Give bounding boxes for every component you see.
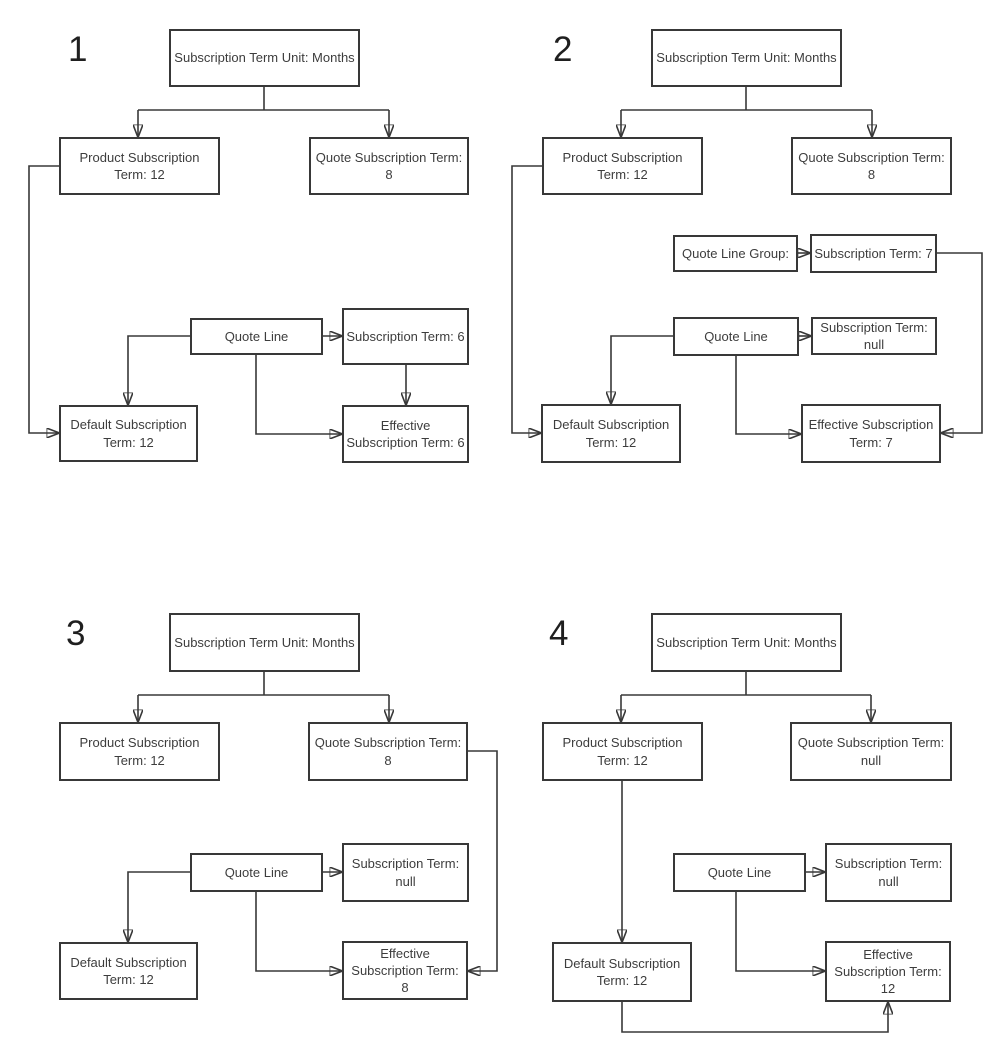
d3-default-term-label: Default Subscription Term: 12 [70, 954, 187, 987]
d2-default-term-label: Default Subscription Term: 12 [552, 417, 670, 450]
diagram-4-number: 4 [549, 614, 569, 653]
d4-product-term-box: Product Subscription Term: 12 [542, 722, 703, 781]
d2-product-term-box: Product Subscription Term: 12 [542, 137, 703, 195]
diagram-3-number: 3 [66, 614, 86, 653]
d3-default-term-box: Default Subscription Term: 12 [59, 942, 198, 1000]
d2-connector-quoteline-to-default [611, 335, 673, 404]
d2-quote-term-label: Quote Subscription Term: 8 [798, 149, 945, 182]
d3-product-term-label: Product Subscription Term: 12 [79, 735, 200, 768]
d4-sub-term-box: Subscription Term: null [825, 843, 952, 902]
d4-term-unit-label: Subscription Term Unit: Months [656, 634, 837, 650]
d3-quote-line-box: Quote Line [190, 853, 323, 892]
d4-quote-term-label: Quote Subscription Term: null [797, 735, 945, 768]
d3-term-unit-label: Subscription Term Unit: Months [174, 634, 355, 650]
d1-connector-quoteline-to-default [128, 335, 190, 405]
d1-effective-term-label: Effective Subscription Term: 6 [346, 417, 465, 450]
d2-group-sub-term-box: Subscription Term: 7 [810, 234, 937, 273]
d1-quote-line-box: Quote Line [190, 318, 323, 355]
d1-term-unit-label: Subscription Term Unit: Months [174, 50, 355, 66]
d2-connector-groupsubterm-to-effective [937, 252, 983, 433]
d1-product-term-box: Product Subscription Term: 12 [59, 137, 220, 195]
d2-effective-term-label: Effective Subscription Term: 7 [808, 417, 934, 450]
d4-product-term-label: Product Subscription Term: 12 [562, 735, 683, 768]
d2-product-term-label: Product Subscription Term: 12 [562, 149, 683, 182]
d4-sub-term-label: Subscription Term: null [834, 856, 943, 889]
d4-quote-term-box: Quote Subscription Term: null [790, 722, 952, 781]
d3-product-term-box: Product Subscription Term: 12 [59, 722, 220, 781]
d1-term-unit-box: Subscription Term Unit: Months [169, 29, 360, 87]
d4-effective-term-box: Effective Subscription Term: 12 [825, 941, 951, 1002]
d3-quote-line-label: Quote Line [224, 864, 289, 880]
d4-term-unit-box: Subscription Term Unit: Months [651, 613, 842, 672]
d2-quote-line-box: Quote Line [673, 317, 799, 356]
d4-connector-quoteline-to-effective [735, 892, 825, 971]
d4-connector-default-to-effective [621, 1002, 888, 1033]
d2-quote-line-group-box: Quote Line Group: [673, 235, 798, 272]
diagram-2-number: 2 [553, 30, 573, 69]
d4-quote-line-box: Quote Line [673, 853, 806, 892]
d2-quote-line-group-label: Quote Line Group: [682, 245, 789, 261]
d2-default-term-box: Default Subscription Term: 12 [541, 404, 681, 463]
d3-sub-term-label: Subscription Term: null [351, 856, 460, 889]
d3-connector-quoteline-to-effective [255, 892, 342, 971]
d2-sub-term-label: Subscription Term: null [820, 319, 928, 352]
d2-term-unit-box: Subscription Term Unit: Months [651, 29, 842, 87]
d3-effective-term-box: Effective Subscription Term: 8 [342, 941, 468, 1000]
d4-default-term-box: Default Subscription Term: 12 [552, 942, 692, 1002]
d1-quote-term-box: Quote Subscription Term: 8 [309, 137, 469, 195]
d1-quote-term-label: Quote Subscription Term: 8 [315, 149, 463, 182]
d4-effective-term-label: Effective Subscription Term: 12 [834, 946, 942, 997]
d3-connector-quoteline-to-default [128, 871, 190, 942]
d3-sub-term-box: Subscription Term: null [342, 843, 469, 902]
d1-connector-product-to-default [28, 165, 59, 433]
d1-connector-quoteline-to-effective [255, 355, 342, 434]
d3-connector-quoteterm-to-effective [468, 750, 498, 971]
d2-quote-line-label: Quote Line [704, 328, 768, 344]
d3-term-unit-box: Subscription Term Unit: Months [169, 613, 360, 672]
d4-default-term-label: Default Subscription Term: 12 [563, 955, 681, 988]
d3-quote-term-box: Quote Subscription Term: 8 [308, 722, 468, 781]
d4-quote-line-label: Quote Line [707, 864, 772, 880]
d3-quote-term-label: Quote Subscription Term: 8 [314, 735, 462, 768]
d1-sub-term-label: Subscription Term: 6 [346, 328, 465, 344]
d1-sub-term-box: Subscription Term: 6 [342, 308, 469, 365]
d2-connector-quoteline-to-effective [735, 356, 801, 434]
d1-default-term-label: Default Subscription Term: 12 [70, 417, 187, 450]
d1-default-term-box: Default Subscription Term: 12 [59, 405, 198, 462]
d2-group-sub-term-label: Subscription Term: 7 [814, 245, 933, 261]
d2-term-unit-label: Subscription Term Unit: Months [656, 50, 837, 66]
d1-product-term-label: Product Subscription Term: 12 [79, 149, 200, 182]
d3-effective-term-label: Effective Subscription Term: 8 [351, 945, 459, 996]
d2-quote-term-box: Quote Subscription Term: 8 [791, 137, 952, 195]
d2-effective-term-box: Effective Subscription Term: 7 [801, 404, 941, 463]
d1-quote-line-label: Quote Line [224, 328, 289, 344]
d1-effective-term-box: Effective Subscription Term: 6 [342, 405, 469, 463]
d2-connector-product-to-default [511, 165, 542, 433]
diagram-1-number: 1 [68, 30, 88, 69]
d2-sub-term-box: Subscription Term: null [811, 317, 937, 355]
